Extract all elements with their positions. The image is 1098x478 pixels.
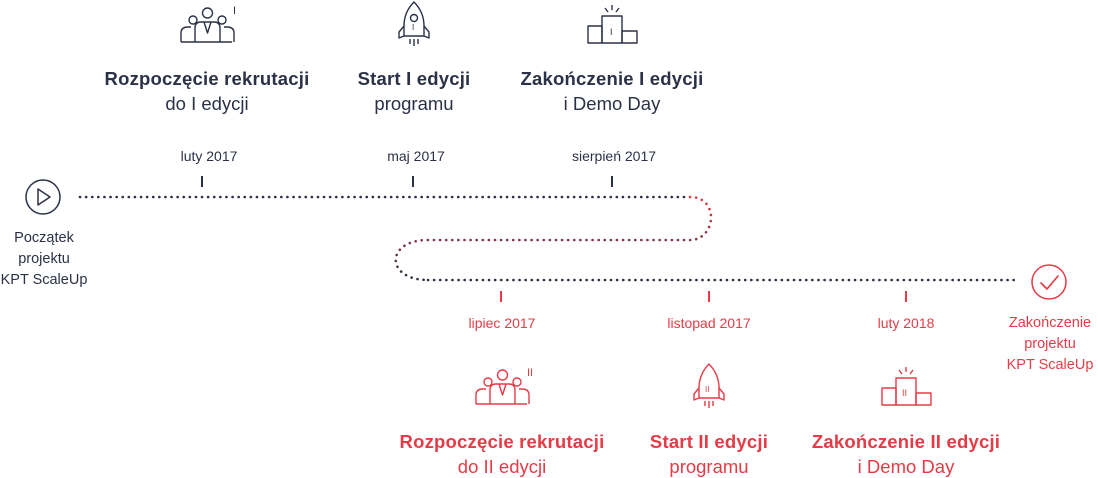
event-date: listopad 2017 <box>667 315 751 331</box>
project-end-label: Zakończenie projektu KPT ScaleUp <box>1007 313 1094 376</box>
event-date: luty 2017 <box>180 148 238 164</box>
podium-icon <box>881 367 932 406</box>
event-title: Zakończenie II edycji <box>811 431 1001 452</box>
project-start-line: Początek <box>14 230 74 246</box>
event-title: Rozpoczęcie rekrutacji <box>104 68 310 89</box>
rocket-icon <box>398 1 430 46</box>
edition-mark: I <box>412 23 414 32</box>
event-date: maj 2017 <box>387 148 445 164</box>
edition-mark: I <box>610 27 613 37</box>
recruitment-people-icon <box>475 369 530 405</box>
project-start-label: Początek projektu KPT ScaleUp <box>1 228 88 291</box>
check-circle-icon <box>1031 264 1067 300</box>
event-subtitle: i Demo Day <box>857 456 955 477</box>
edition-mark: II <box>902 388 907 398</box>
project-start-line: projektu <box>18 251 70 267</box>
event-subtitle: programu <box>669 456 749 477</box>
event-subtitle: i Demo Day <box>563 93 661 114</box>
event-date: lipiec 2017 <box>468 315 536 331</box>
edition-mark: II <box>705 385 709 394</box>
event-date: luty 2018 <box>877 315 935 331</box>
event-date: sierpień 2017 <box>571 148 657 164</box>
event-subtitle: do I edycji <box>165 93 249 114</box>
recruitment-people-icon <box>180 7 235 43</box>
event-subtitle: programu <box>374 93 454 114</box>
event-title: Zakończenie I edycji <box>520 68 704 89</box>
project-start-line: KPT ScaleUp <box>0 272 88 288</box>
play-circle-icon <box>25 179 61 215</box>
podium-icon <box>587 5 638 44</box>
project-end-line: Zakończenie <box>1008 315 1092 331</box>
edition-mark: II <box>527 367 533 379</box>
timeline-curve <box>394 195 713 282</box>
event-title: Start I edycji <box>357 68 471 89</box>
event-subtitle: do II edycji <box>457 456 547 477</box>
event-title: Rozpoczęcie rekrutacji <box>399 431 605 452</box>
edition-mark: I <box>233 5 236 17</box>
rocket-icon <box>693 363 725 408</box>
project-end-line: projektu <box>1024 336 1076 352</box>
event-title: Start II edycji <box>649 431 769 452</box>
project-end-line: KPT ScaleUp <box>1006 357 1094 373</box>
